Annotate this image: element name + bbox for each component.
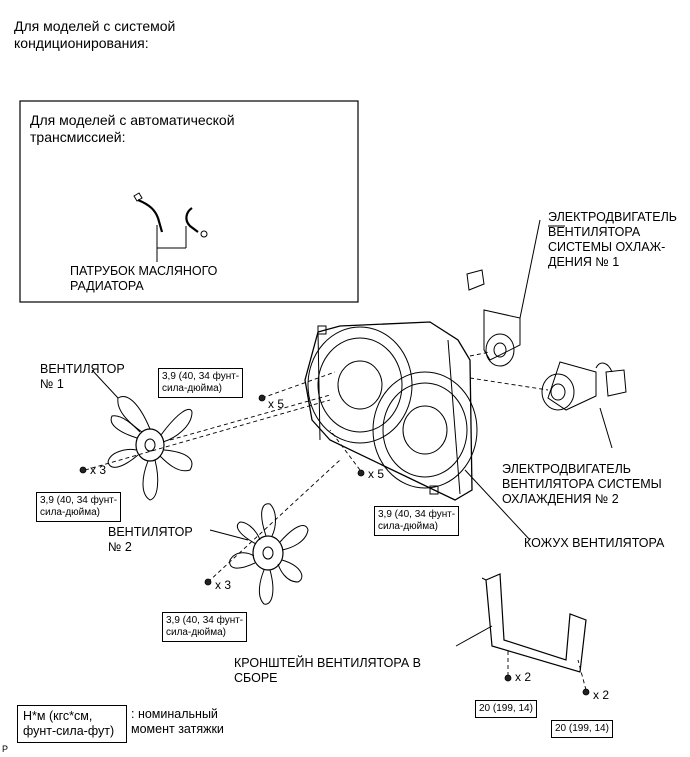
fan-2-drawing xyxy=(209,503,309,605)
fan-shroud-drawing xyxy=(304,321,478,501)
torque-spec-box: 3,9 (40, 34 фунт- сила-дюйма) xyxy=(374,506,460,536)
inset-frame xyxy=(19,100,359,303)
fan-bracket-label: КРОНШТЕЙН ВЕНТИЛЯТОРА В СБОРЕ xyxy=(234,656,422,685)
models-with-ac-note: Для моделей с системой кондиционирования… xyxy=(14,18,176,51)
fan-1-drawing xyxy=(91,369,193,501)
torque-spec-box: 20 (199, 14) xyxy=(475,700,537,718)
quantity-label: x 5 xyxy=(368,467,385,481)
fan-2-label: ВЕНТИЛЯТОР № 2 xyxy=(108,525,193,554)
torque-spec-box: 3,9 (40, 34 фунт- сила-дюйма) xyxy=(158,368,244,398)
fan-bracket-drawing xyxy=(455,573,587,673)
quantity-label: x 5 xyxy=(268,397,285,411)
fan-motor-1-drawing xyxy=(466,219,541,367)
quantity-label: x 2 xyxy=(593,688,610,702)
quantity-label: x 3 xyxy=(215,578,232,592)
fan-motor-2-label: ЭЛЕКТРОДВИГАТЕЛЬ ВЕНТИЛЯТОРА СИСТЕМЫ ОХЛ… xyxy=(502,462,662,506)
torque-spec-box: 20 (199, 14) xyxy=(551,720,613,738)
quantity-label: x 3 xyxy=(90,463,107,477)
torque-spec-box: 3,9 (40, 34 фунт- сила-дюйма) xyxy=(36,492,122,522)
fan-1-label: ВЕНТИЛЯТОР № 1 xyxy=(40,362,125,391)
torque-unit-description: : номинальный момент затяжки xyxy=(131,707,224,736)
torque-spec-box: 3,9 (40, 34 фунт- сила-дюйма) xyxy=(162,612,248,642)
fan-motor-2-drawing xyxy=(541,361,627,449)
quantity-label: x 2 xyxy=(515,670,532,684)
torque-unit-legend-box: Н*м (кгс*см, фунт-сила-фут) xyxy=(17,705,127,743)
page-mark: P xyxy=(2,744,9,754)
inset-title: Для моделей с автоматической трансмиссие… xyxy=(30,112,235,145)
oil-cooler-hose-drawing xyxy=(133,192,208,262)
fan-motor-1-label: ЭЛЕКТРОДВИГАТЕЛЬ ВЕНТИЛЯТОРА СИСТЕМЫ ОХЛ… xyxy=(548,210,677,269)
bolts xyxy=(79,394,590,696)
oil-cooler-hose-label: ПАТРУБОК МАСЛЯНОГО РАДИАТОРА xyxy=(70,264,218,293)
fan-shroud-label: КОЖУХ ВЕНТИЛЯТОРА xyxy=(524,536,665,550)
torque-unit-label: Н*м (кгс*см, фунт-сила-фут) xyxy=(23,709,115,738)
